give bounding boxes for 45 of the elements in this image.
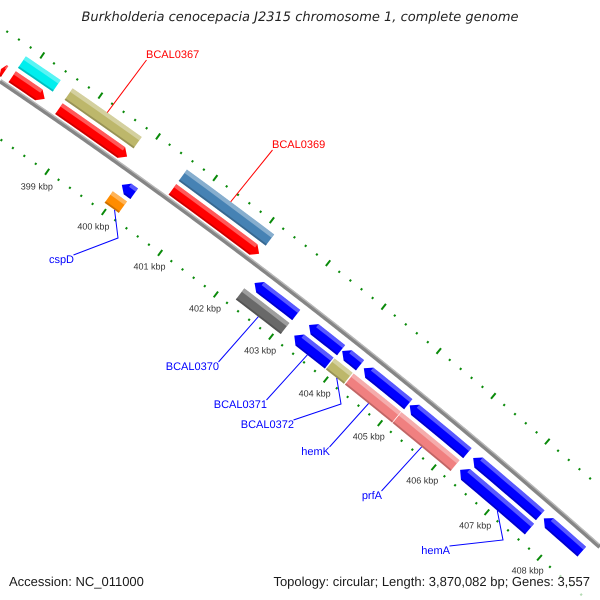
gene-bar [104,191,127,213]
gene-bar [344,374,401,423]
leader-line [449,510,504,546]
scale-label: 400 kbp [77,221,110,232]
leader-line [266,354,308,400]
scale-label: 407 kbp [459,520,492,532]
leader-line [381,446,422,492]
gene-bar [392,412,460,471]
gene-feature [8,71,45,100]
title: Burkholderia cenocepacia J2315 chromosome 1, complete genome [80,9,520,27]
scale-label: 408 kbp [512,566,544,576]
gene-feature [342,350,364,370]
scale-label: 403 kbp [244,345,276,356]
gene-label: BCAL0370 [166,361,219,373]
gene-label: BCAL0367 [146,49,200,61]
scale-label: 399 kbp [20,181,53,192]
gene-feature [544,518,586,557]
scale-label: 404 kbp [298,388,331,400]
leader-line [73,209,119,256]
gene-feature [55,103,128,158]
leader-line [329,403,370,448]
leader-line [106,60,147,114]
gene-bar [326,358,353,384]
scale-label: 405 kbp [352,432,385,443]
gene-feature [168,184,260,255]
leader-line [293,377,342,420]
gene-label: BCAL0372 [240,419,294,431]
gene-label: hemK [301,446,330,458]
gene-feature [294,334,334,369]
scale-label: 401 kbp [133,262,166,273]
leader-line [218,316,259,362]
gene-label: BCAL0371 [214,399,267,411]
genome-summary-text: Topology: circular; Length: 3,870,082 bp; Genes: 3,557 [273,574,590,590]
gene-label: prfA [362,490,382,502]
gene-label: BCAL0369 [272,139,326,151]
gene-label: cspD [48,254,74,266]
gene-feature [0,65,8,77]
scale-label: 402 kbp [189,303,222,314]
leader-line [230,150,273,202]
scale-label: 406 kbp [406,476,438,487]
gene-bar [236,288,290,334]
gene-feature [122,184,138,200]
gene-label: hemA [421,545,450,557]
accession-text: Accession: NC_011000 [9,574,144,590]
gene-feature [460,469,534,534]
